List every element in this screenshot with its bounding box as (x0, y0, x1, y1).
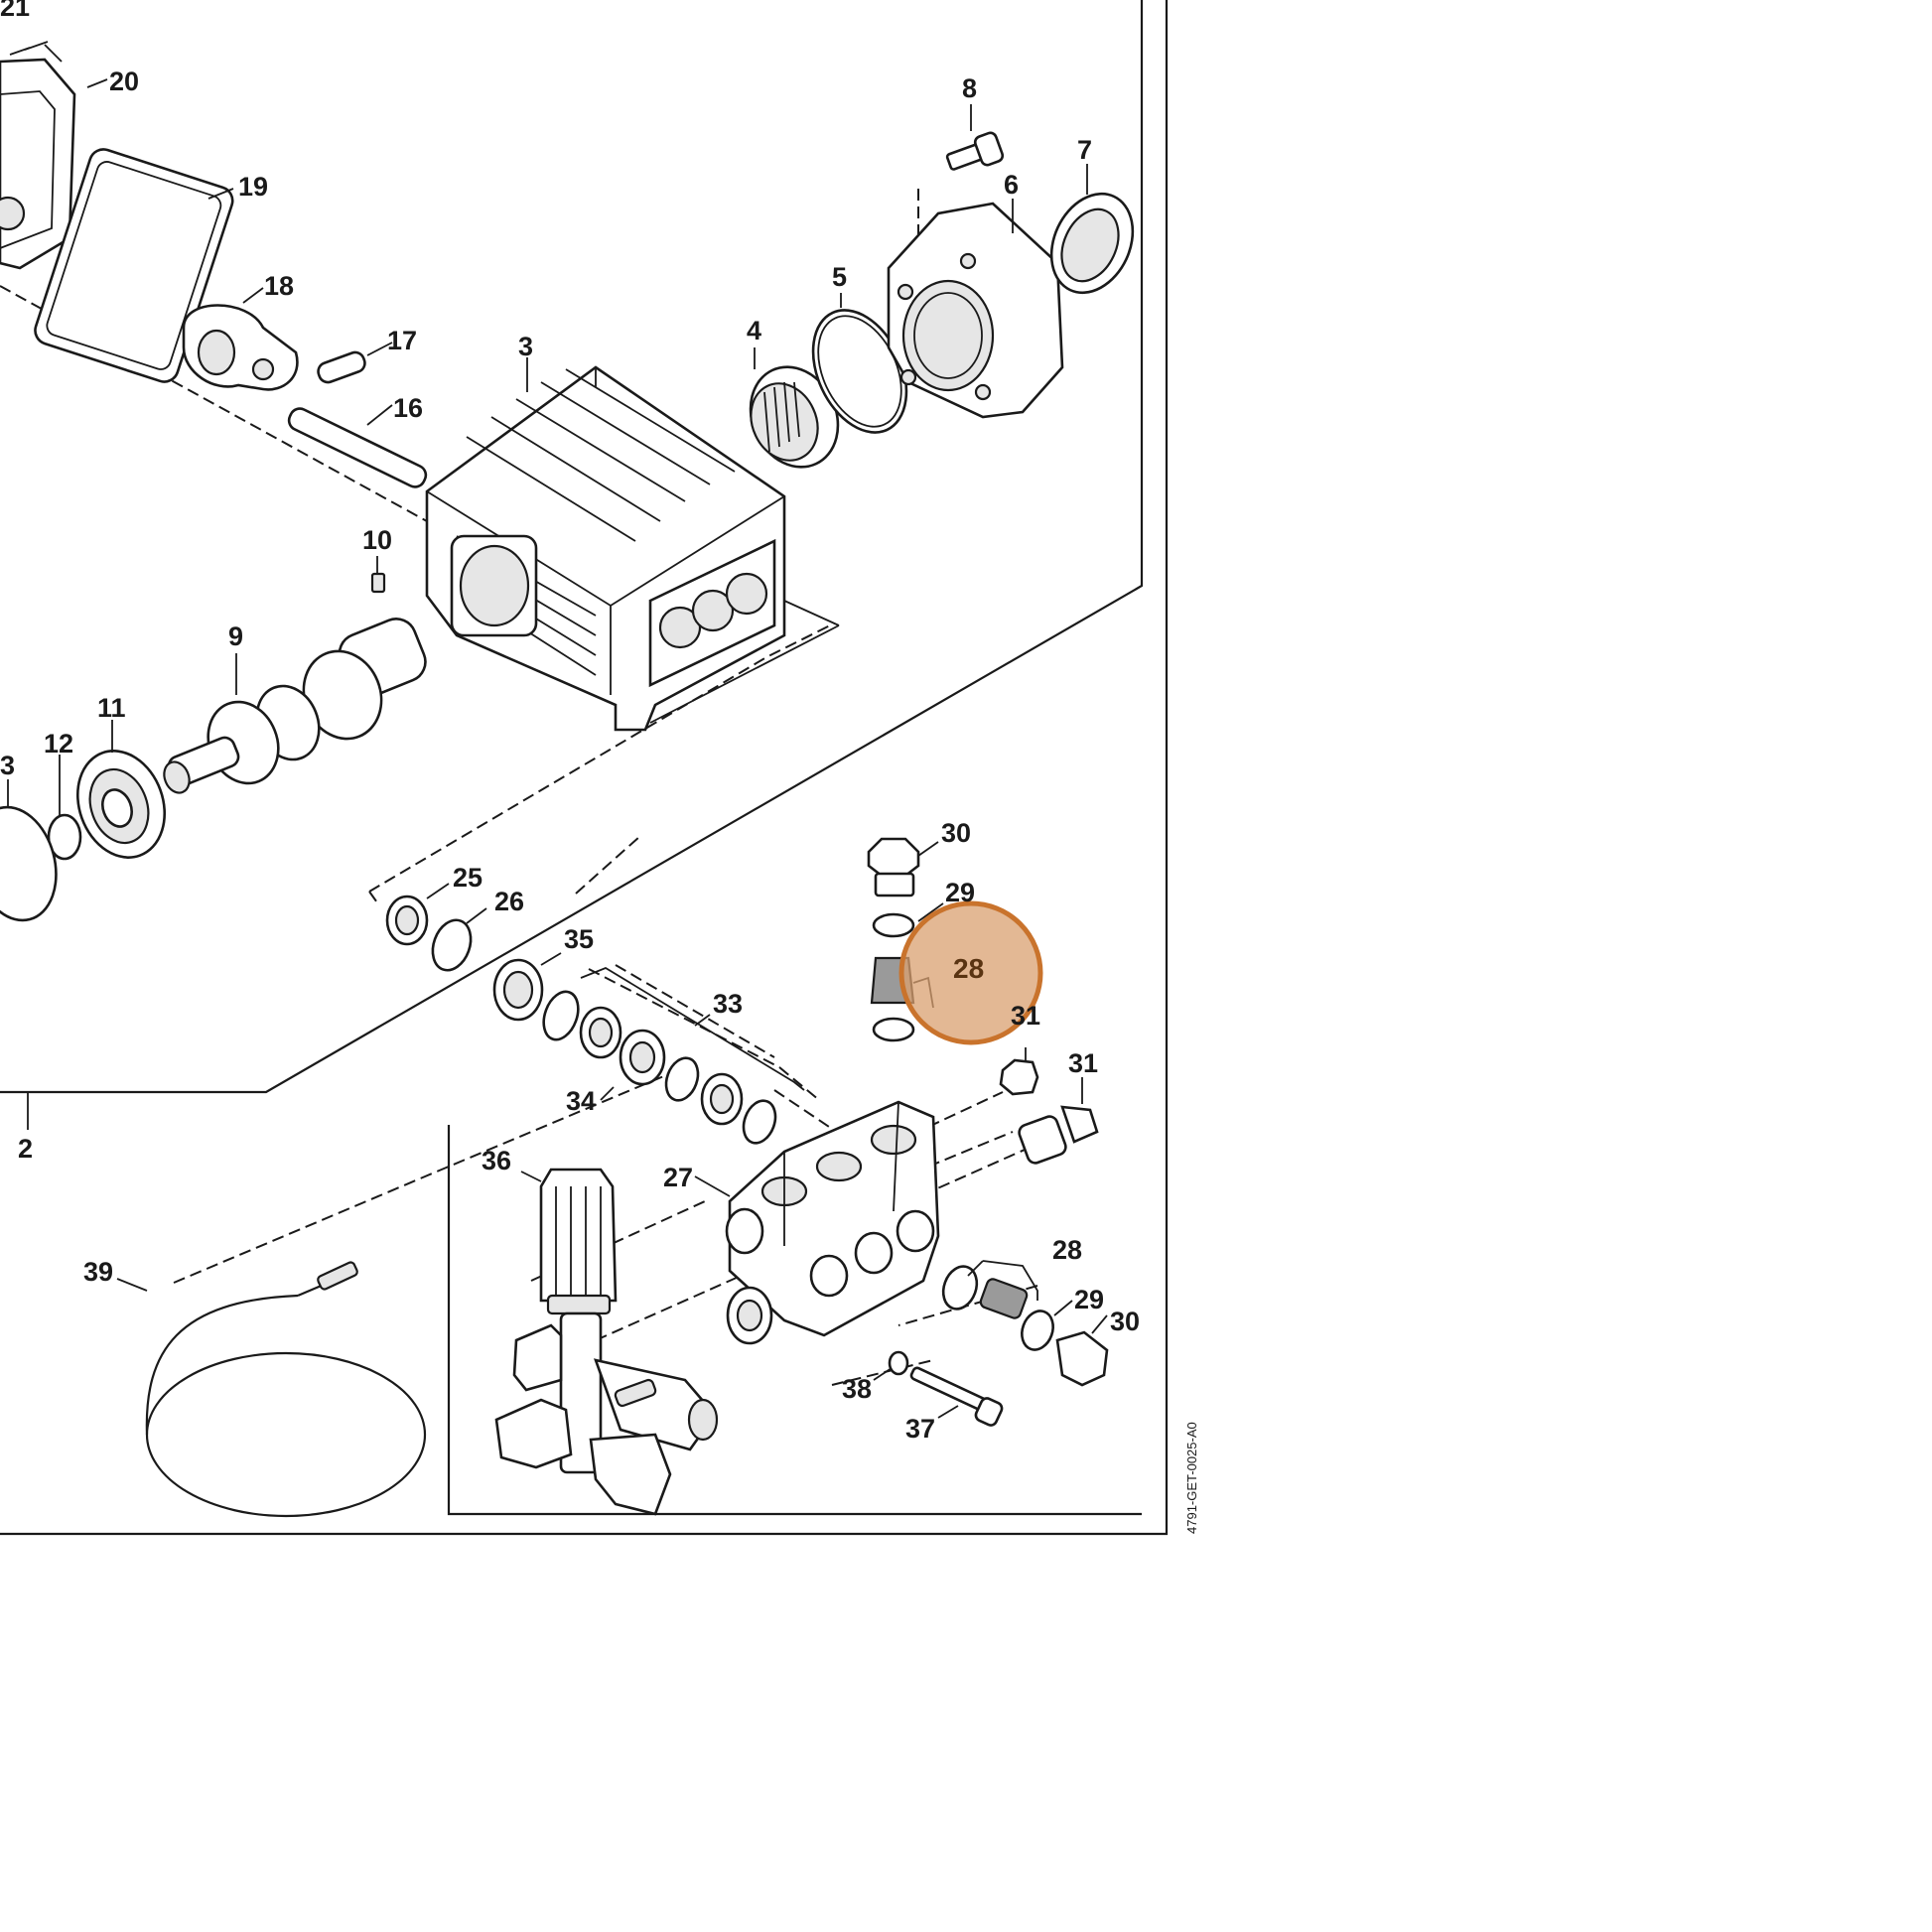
pressure-line-39 (145, 1261, 427, 1518)
plug-31 (1018, 1105, 1099, 1165)
callout-28-lower: 28 (1052, 1235, 1082, 1265)
callout-5: 5 (832, 262, 847, 292)
leader-lines (7, 78, 1108, 1419)
callout-4: 4 (747, 316, 761, 345)
callout-labels: 21 20 19 18 17 16 3 4 5 6 7 8 10 9 11 12… (0, 0, 1140, 1444)
callout-31-small: 31 (1011, 1001, 1040, 1031)
callout-26: 26 (494, 887, 524, 916)
callout-30-upper: 30 (941, 818, 971, 848)
callout-34: 34 (566, 1086, 596, 1116)
callout-27: 27 (663, 1163, 693, 1192)
circlip (47, 813, 82, 861)
seal-25-inner (394, 904, 420, 936)
connecting-rod (182, 304, 299, 391)
callout-28-highlighted: 28 (953, 953, 984, 984)
callout-8: 8 (962, 73, 977, 103)
o-ring-left (0, 805, 58, 922)
bearing-housing (887, 202, 1064, 419)
ball-bearing (75, 750, 167, 859)
callout-39: 39 (83, 1257, 113, 1287)
callout-17: 17 (387, 326, 417, 355)
unloader-valve (494, 1168, 719, 1516)
cylinder-head (725, 1100, 940, 1345)
plunger-rod (287, 407, 428, 488)
callout-11: 11 (97, 693, 126, 723)
callout-21: 21 (0, 0, 30, 22)
radial-seal-inner (1060, 207, 1120, 283)
screw-8 (945, 131, 1005, 171)
piston-pin (317, 350, 366, 384)
cover-gasket-inner (46, 161, 222, 370)
callout-37: 37 (905, 1414, 935, 1444)
grub-screw (370, 572, 386, 594)
callout-29-lower: 29 (1074, 1285, 1104, 1314)
needle-bearing (749, 365, 840, 469)
highlight-circle[interactable] (898, 900, 1043, 1045)
crankshaft (163, 618, 427, 794)
seal-kit (492, 958, 805, 1145)
bolt-37 (909, 1366, 1004, 1427)
drawing-code: 4791-GET-0025-A0 (1184, 1422, 1199, 1534)
o-ring-38 (888, 1350, 909, 1376)
callout-25: 25 (453, 863, 483, 893)
valve-set-lower (941, 1265, 1109, 1387)
callout-18: 18 (264, 271, 294, 301)
callout-30-lower: 30 (1110, 1307, 1140, 1336)
callout-6: 6 (1004, 170, 1019, 200)
callout-36: 36 (482, 1146, 511, 1175)
callout-35: 35 (564, 924, 594, 954)
callout-31: 31 (1068, 1048, 1098, 1078)
callout-19: 19 (238, 172, 268, 202)
callout-20: 20 (109, 67, 139, 96)
callout-13: 3 (0, 751, 15, 780)
callout-38: 38 (842, 1374, 872, 1404)
callout-2: 2 (18, 1134, 33, 1164)
callout-29-upper: 29 (945, 878, 975, 907)
pump-housing (425, 365, 840, 732)
callout-3: 3 (518, 332, 533, 361)
o-ring-26 (431, 918, 473, 972)
diagram-frame (0, 0, 1169, 1536)
callout-9: 9 (228, 621, 243, 651)
crankcase-cover (0, 41, 76, 270)
callout-10: 10 (362, 525, 392, 555)
callout-16: 16 (393, 393, 423, 423)
callout-7: 7 (1077, 135, 1092, 165)
callout-12: 12 (44, 729, 73, 759)
plug-31-small (999, 1058, 1039, 1096)
callout-33: 33 (713, 989, 743, 1019)
